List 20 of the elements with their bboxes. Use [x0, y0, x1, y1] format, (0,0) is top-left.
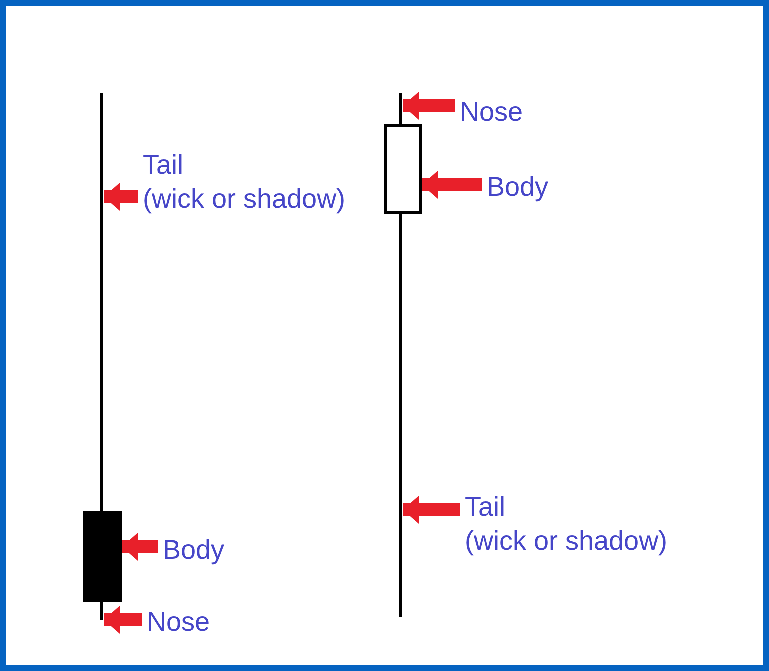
- candle-body: [384, 124, 422, 214]
- part-label: Tail: [465, 491, 507, 524]
- arrow: [403, 496, 460, 524]
- arrow: [422, 171, 482, 199]
- candle-body: [84, 512, 122, 602]
- part-note: (wick or shadow): [143, 183, 346, 216]
- arrow: [104, 606, 142, 634]
- wick-line: [100, 601, 104, 620]
- arrow: [104, 183, 138, 211]
- part-label: Body: [163, 533, 225, 567]
- part-note: (wick or shadow): [465, 525, 668, 558]
- wick-line: [400, 213, 402, 617]
- wick-line: [400, 93, 402, 126]
- arrow: [403, 92, 455, 120]
- part-label: Nose: [460, 95, 524, 129]
- part-label: Nose: [147, 605, 210, 639]
- part-label: Tail: [143, 149, 185, 182]
- part-label: Body: [487, 170, 549, 204]
- arrow: [122, 533, 158, 561]
- wick-line: [100, 93, 104, 513]
